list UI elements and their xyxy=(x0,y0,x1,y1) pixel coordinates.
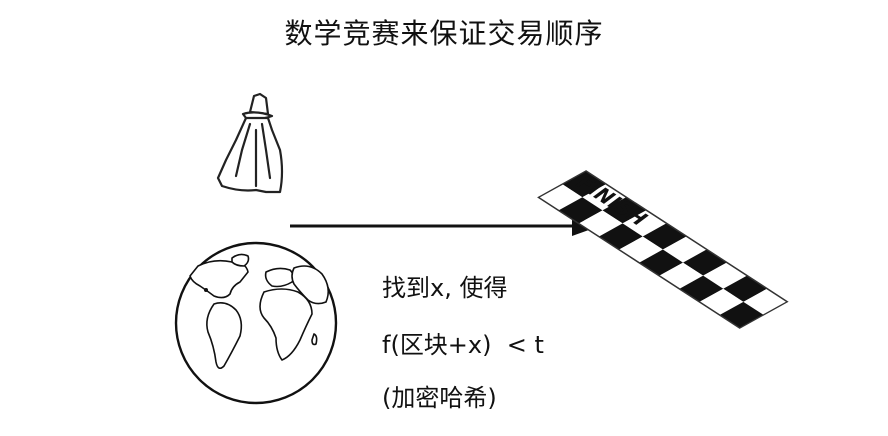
finish-flag-icon xyxy=(537,170,789,329)
hooded-figure-icon xyxy=(216,92,284,194)
globe-icon xyxy=(174,241,338,405)
diagram-title: 数学竞赛来保证交易顺序 xyxy=(284,17,604,50)
equation-line-2: f(区块+x) < t xyxy=(382,331,544,359)
equation-line-3: (加密哈希) xyxy=(382,384,497,412)
equation-line-1: 找到x, 使得 xyxy=(382,274,508,302)
progress-arrow xyxy=(290,216,600,236)
